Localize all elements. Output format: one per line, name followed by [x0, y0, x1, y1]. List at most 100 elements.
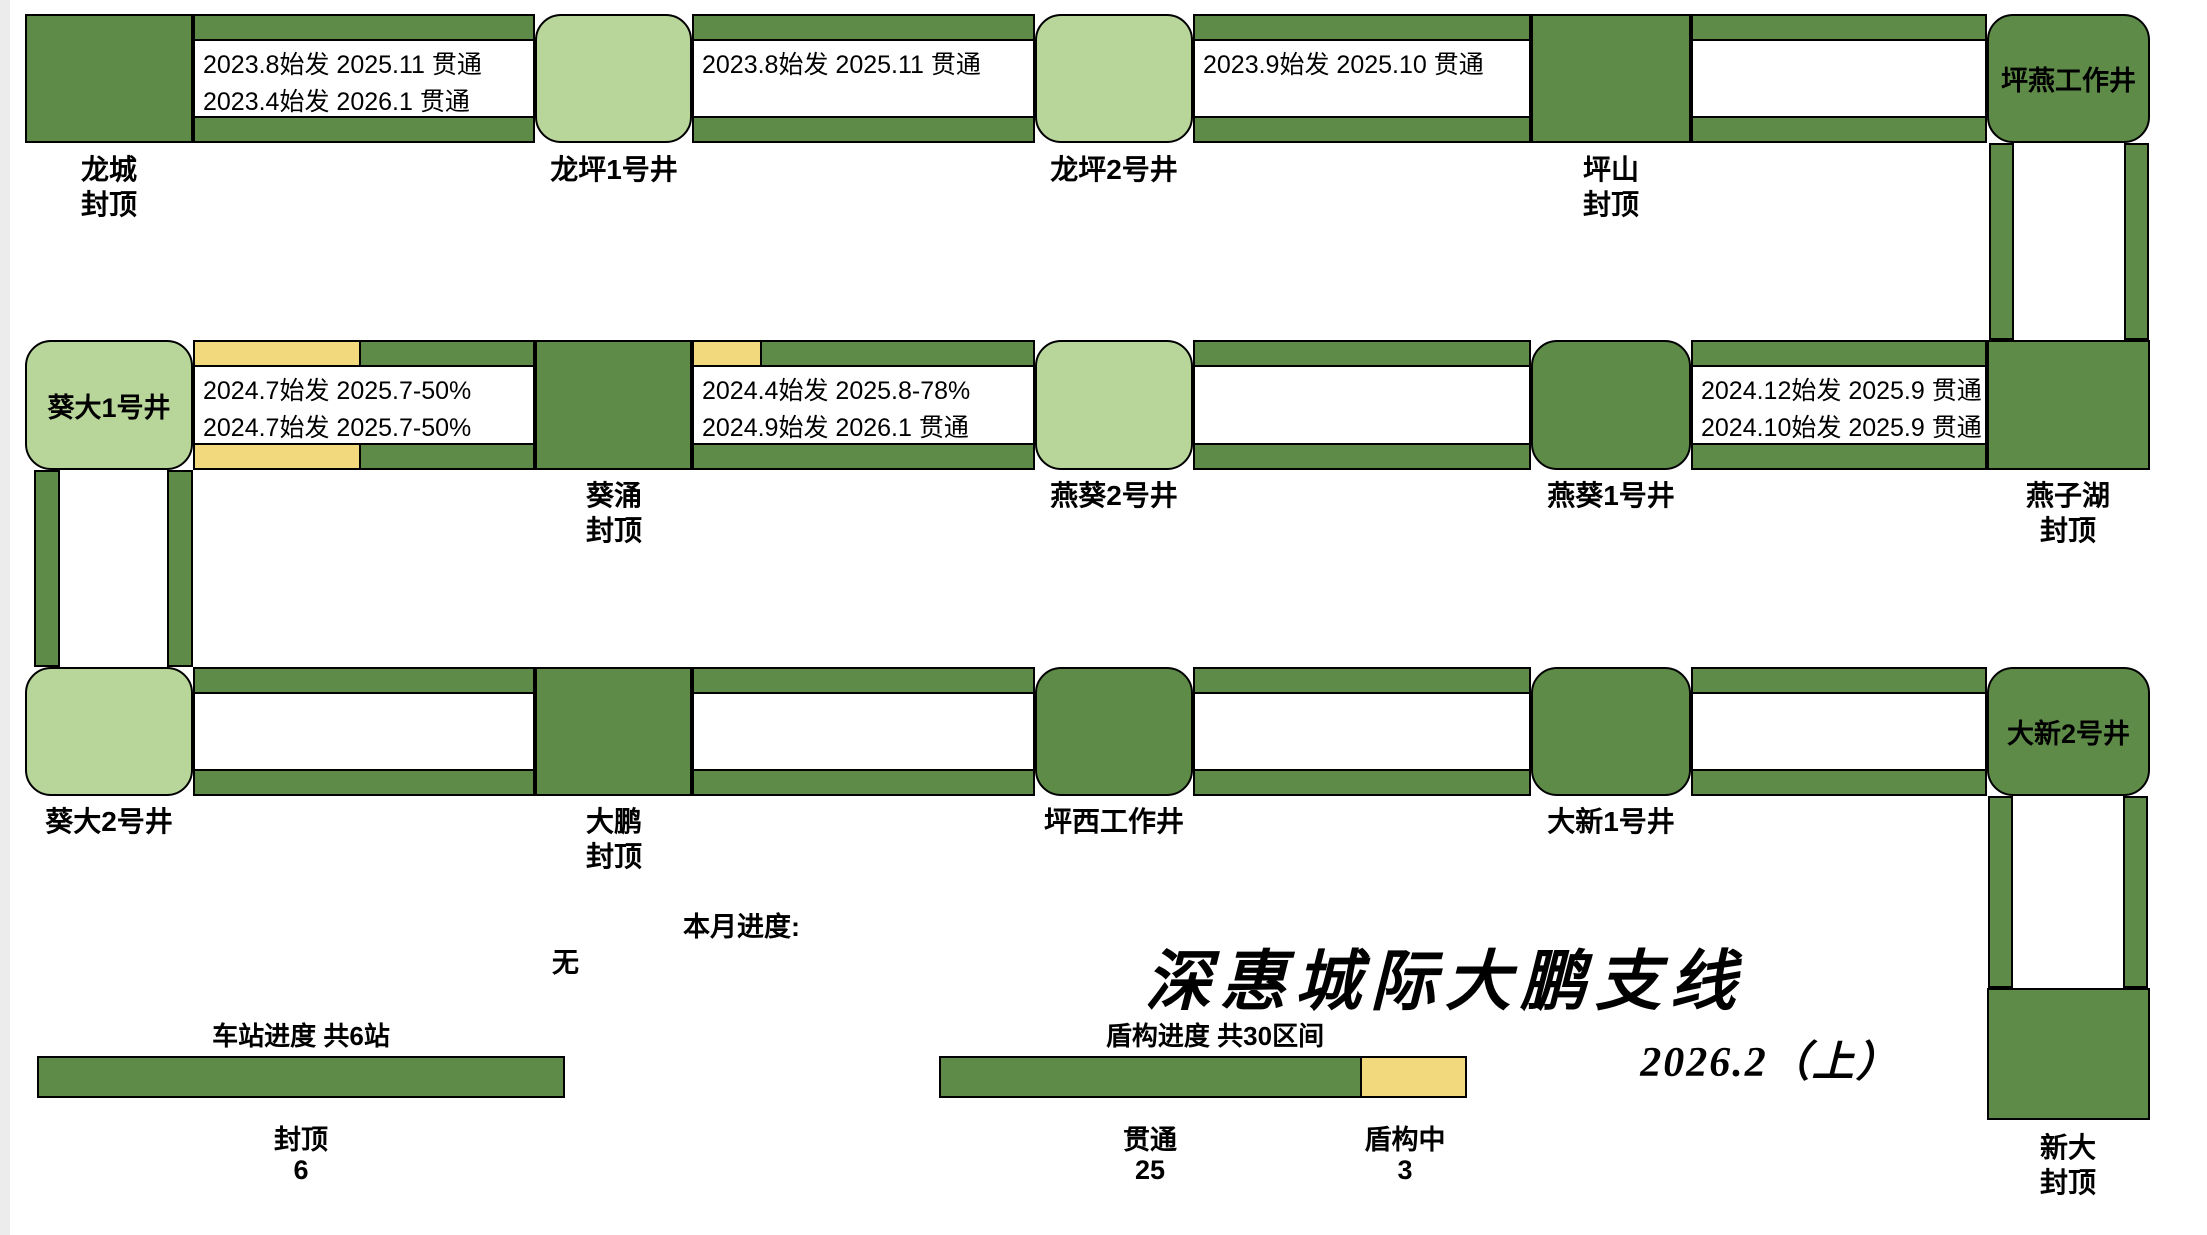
tunnel-tube-bottom: [1193, 116, 1531, 143]
legend-station-bar: [37, 1056, 565, 1098]
station-label-pingshan: 坪山 封顶: [1582, 154, 1640, 220]
station-label-dapeng: 大鹏 封顶: [585, 806, 643, 872]
tunnel-segment-r1s1: 2023.8始发 2025.11 贯通 2023.4始发 2026.1 贯通: [193, 14, 535, 143]
tunnel-tube-top: [1193, 340, 1531, 367]
tunnel-note: 2023.8始发 2025.11 贯通: [203, 51, 482, 79]
tunnel-annotation-area: [193, 41, 535, 116]
station-box-pingxi: [1035, 667, 1193, 796]
tunnel-segment-r3s1: [193, 667, 535, 796]
shield-in-progress-portion: [694, 342, 762, 365]
tunnel-tube-bottom: [193, 769, 535, 796]
tunnel-tube-bottom: [1691, 116, 1987, 143]
station-box-kuida1: 葵大1号井: [25, 340, 193, 470]
tunnel-annotation-area: [1691, 367, 1987, 443]
connector-right-bottom-tube-right: [2123, 796, 2148, 988]
connector-right-top-tube-left: [1989, 143, 2014, 340]
tunnel-tube-bottom: [1691, 769, 1987, 796]
tunnel-annotation-area: [1193, 41, 1531, 116]
station-box-xinda: [1987, 988, 2150, 1120]
tunnel-tube-bottom: [1193, 443, 1531, 470]
legend-station-item-label: 封顶: [274, 1125, 328, 1155]
station-box-longping1: [535, 14, 692, 143]
legend-shield-active-portion: [1360, 1058, 1465, 1096]
tunnel-annotation-area: [1691, 694, 1987, 769]
tunnel-annotation-area: [692, 694, 1035, 769]
shield-in-progress-portion: [195, 342, 361, 365]
tunnel-annotation-area: [692, 367, 1035, 443]
station-box-yankui1: [1531, 340, 1691, 470]
station-label-daxin1: 大新1号井: [1547, 806, 1675, 837]
tunnel-tube-top: [692, 14, 1035, 41]
tunnel-tube-top: [193, 667, 535, 694]
station-box-daxin2: 大新2号井: [1987, 667, 2150, 796]
tunnel-tube-top: [193, 340, 535, 367]
station-box-dapeng: [535, 667, 692, 796]
station-label-kuida2: 葵大2号井: [45, 806, 173, 837]
station-label-yankui2: 燕葵2号井: [1050, 480, 1178, 511]
tunnel-tube-bottom: [1193, 769, 1531, 796]
legend-shield-title: 盾构进度 共30区间: [1105, 1021, 1325, 1051]
tunnel-note: 2023.9始发 2025.10 贯通: [1203, 51, 1484, 79]
tunnel-annotation-area: [193, 367, 535, 443]
shield-in-progress-portion: [195, 445, 361, 468]
station-box-pingshan: [1531, 14, 1691, 143]
tunnel-note: 2024.9始发 2026.1 贯通: [702, 414, 969, 442]
tunnel-note: 2024.4始发 2025.8-78%: [702, 377, 971, 405]
tunnel-note: 2024.7始发 2025.7-50%: [203, 414, 472, 442]
station-box-kuiyong: [535, 340, 692, 470]
station-box-daxin1: [1531, 667, 1691, 796]
legend-station-item-count: 6: [293, 1155, 309, 1185]
station-label-longping1: 龙坪1号井: [550, 154, 678, 185]
tunnel-segment-r2s1: 2024.7始发 2025.7-50% 2024.7始发 2025.7-50%: [193, 340, 535, 470]
legend-shield-active-label: 盾构中: [1364, 1125, 1446, 1155]
legend-shield-done-count: 25: [1134, 1155, 1166, 1185]
tunnel-tube-top: [692, 340, 1035, 367]
tunnel-tube-top: [692, 667, 1035, 694]
tunnel-annotation-area: [1691, 41, 1987, 116]
tunnel-annotation-area: [692, 41, 1035, 116]
station-box-kuida2: [25, 667, 193, 796]
monthly-progress-label: 本月进度:: [683, 912, 800, 942]
tunnel-tube-bottom: [193, 116, 535, 143]
station-label-xinda: 新大 封顶: [2039, 1132, 2097, 1198]
tunnel-segment-r2s3: [1193, 340, 1531, 470]
tunnel-note: 2024.12始发 2025.9 贯通: [1701, 377, 1982, 405]
page-edge-strip: [0, 0, 10, 1235]
legend-shield-active-count: 3: [1397, 1155, 1413, 1185]
station-label-longcheng: 龙城 封顶: [80, 154, 138, 220]
tunnel-note: 2024.10始发 2025.9 贯通: [1701, 414, 1982, 442]
tunnel-segment-r2s2: 2024.4始发 2025.8-78% 2024.9始发 2026.1 贯通: [692, 340, 1035, 470]
tunnel-annotation-area: [193, 694, 535, 769]
tunnel-segment-r3s3: [1193, 667, 1531, 796]
station-label-longping2: 龙坪2号井: [1050, 154, 1178, 185]
tunnel-tube-bottom: [692, 769, 1035, 796]
tunnel-tube-bottom: [193, 443, 535, 470]
tunnel-tube-top: [1691, 340, 1987, 367]
station-box-pingyan: 坪燕工作井: [1987, 14, 2150, 143]
monthly-progress-value: 无: [552, 948, 579, 978]
tunnel-tube-top: [1691, 667, 1987, 694]
tunnel-tube-bottom: [1691, 443, 1987, 470]
tunnel-segment-r2s4: 2024.12始发 2025.9 贯通 2024.10始发 2025.9 贯通: [1691, 340, 1987, 470]
tunnel-tube-top: [1193, 14, 1531, 41]
legend-shield-bar: [939, 1056, 1467, 1098]
tunnel-note: 2023.8始发 2025.11 贯通: [702, 51, 981, 79]
station-label-yanzihu: 燕子湖 封顶: [2025, 480, 2111, 546]
tunnel-segment-r1s3: 2023.9始发 2025.10 贯通: [1193, 14, 1531, 143]
report-period: 2026.2（上）: [1640, 1040, 1900, 1086]
station-label-yankui1: 燕葵1号井: [1547, 480, 1675, 511]
tunnel-segment-r1s2: 2023.8始发 2025.11 贯通: [692, 14, 1035, 143]
station-label-kuiyong: 葵涌 封顶: [585, 480, 643, 546]
legend-shield-done-label: 贯通: [1123, 1125, 1177, 1155]
station-label-pingxi: 坪西工作井: [1043, 806, 1185, 837]
connector-right-top-tube-right: [2124, 143, 2149, 340]
tunnel-tube-bottom: [692, 443, 1035, 470]
station-box-longcheng: [25, 14, 193, 143]
tunnel-annotation-area: [1193, 694, 1531, 769]
tunnel-tube-top: [193, 14, 535, 41]
tunnel-note: 2024.7始发 2025.7-50%: [203, 377, 472, 405]
station-box-longping2: [1035, 14, 1193, 143]
tunnel-segment-r1s4: [1691, 14, 1987, 143]
tunnel-tube-top: [1193, 667, 1531, 694]
